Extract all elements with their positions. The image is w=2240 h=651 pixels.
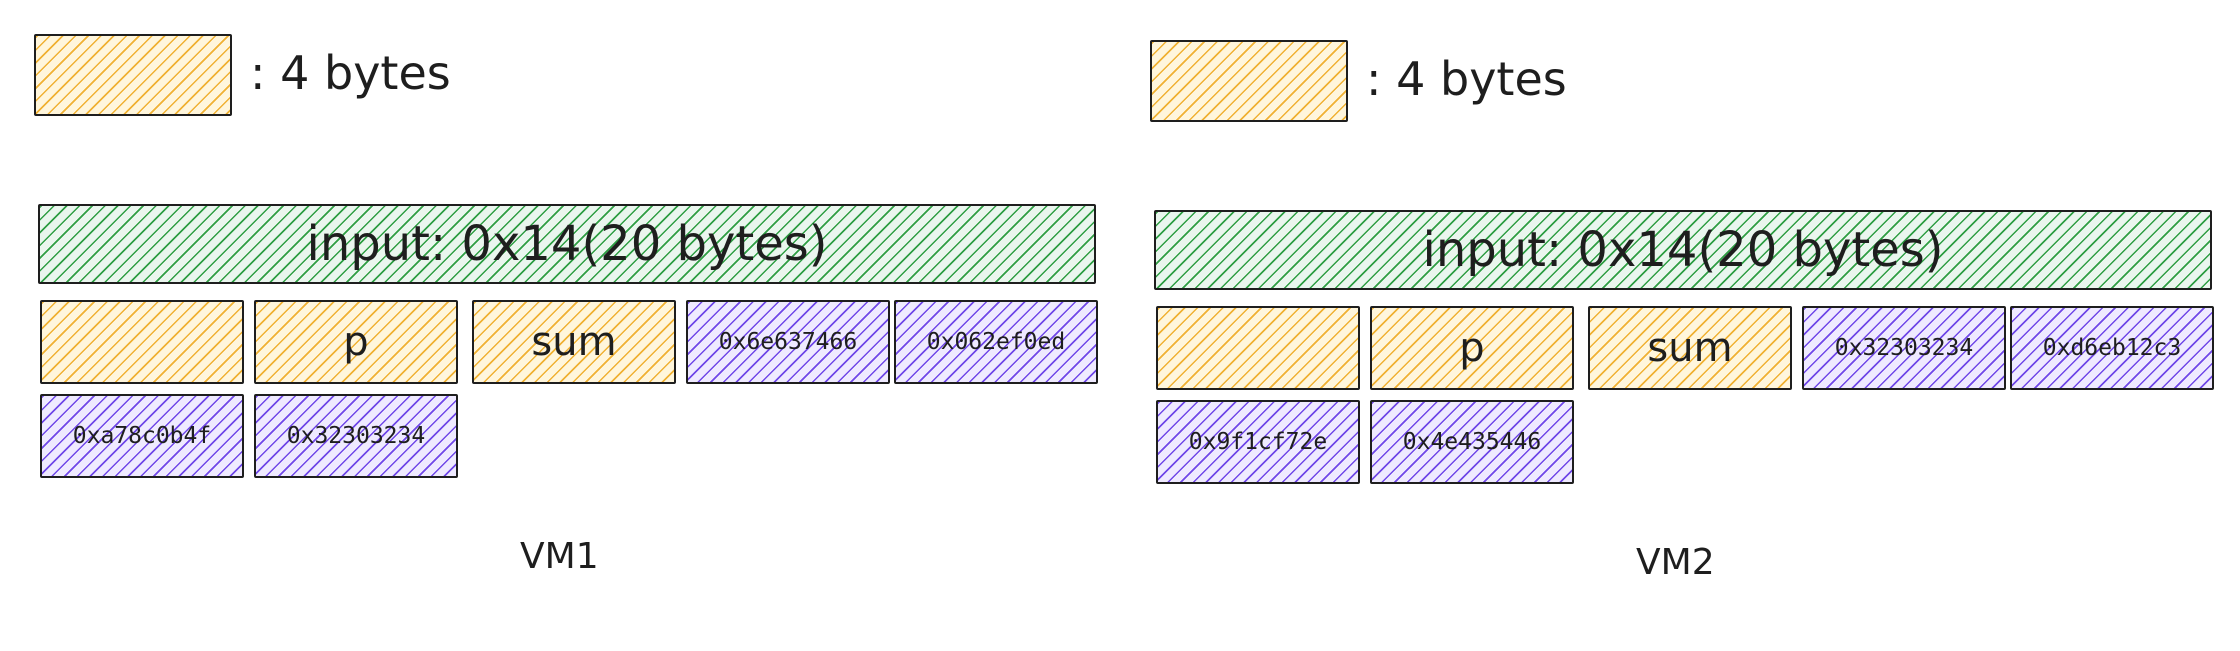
field-cell-sum: sum	[472, 300, 676, 384]
cell-label: 0x4e435446	[1402, 429, 1542, 455]
cell-label: 0x062ef0ed	[926, 329, 1066, 355]
cell-label: 0x6e637466	[718, 329, 858, 355]
field-cell-p: p	[254, 300, 458, 384]
vm-title: VM2	[1636, 542, 1715, 583]
cell-label: 0x32303234	[286, 423, 426, 449]
cell-label: p	[1459, 325, 1485, 371]
input-bar: input: 0x14(20 bytes)	[1154, 210, 2212, 290]
cell-label: 0xd6eb12c3	[2042, 335, 2182, 361]
value-cell: 0xd6eb12c3	[2010, 306, 2214, 390]
input-label: input: 0x14(20 bytes)	[306, 216, 828, 272]
vm-title: VM1	[520, 536, 599, 577]
vm1-panel: : 4 bytes input: 0x14(20 bytes) p sum 0x…	[0, 0, 1100, 645]
legend-label: : 4 bytes	[1366, 52, 1567, 106]
field-cell-empty	[1156, 306, 1360, 390]
field-cell-p: p	[1370, 306, 1574, 390]
value-cell: 0x32303234	[254, 394, 458, 478]
value-cell: 0x32303234	[1802, 306, 2006, 390]
value-cell: 0x6e637466	[686, 300, 890, 384]
cell-label: sum	[1647, 325, 1733, 371]
cell-label: 0x9f1cf72e	[1188, 429, 1328, 455]
field-cell-sum: sum	[1588, 306, 1792, 390]
cell-label: 0x32303234	[1834, 335, 1974, 361]
legend-swatch	[1150, 40, 1348, 122]
cell-label: sum	[531, 319, 617, 365]
input-label: input: 0x14(20 bytes)	[1422, 222, 1944, 278]
vm2-panel: : 4 bytes input: 0x14(20 bytes) p sum 0x…	[1116, 6, 2216, 651]
legend-swatch	[34, 34, 232, 116]
value-cell: 0x062ef0ed	[894, 300, 1098, 384]
input-bar: input: 0x14(20 bytes)	[38, 204, 1096, 284]
legend-label: : 4 bytes	[250, 46, 451, 100]
cell-label: 0xa78c0b4f	[72, 423, 212, 449]
value-cell: 0x4e435446	[1370, 400, 1574, 484]
value-cell: 0x9f1cf72e	[1156, 400, 1360, 484]
field-cell-empty	[40, 300, 244, 384]
cell-label: p	[343, 319, 369, 365]
value-cell: 0xa78c0b4f	[40, 394, 244, 478]
